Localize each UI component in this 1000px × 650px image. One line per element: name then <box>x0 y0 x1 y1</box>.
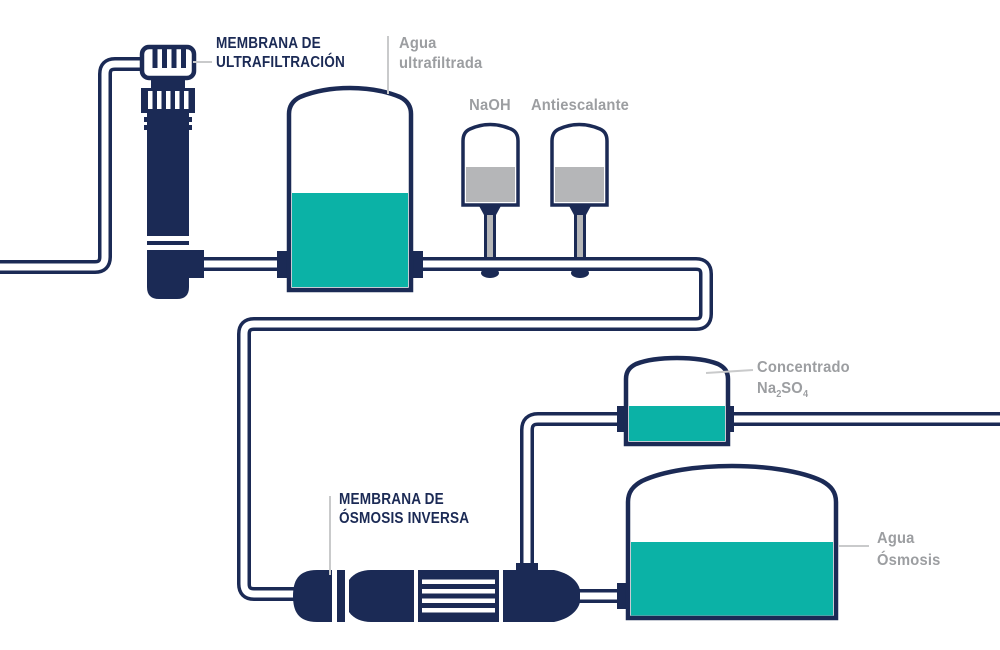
tank-to-ro-pipe <box>237 257 713 601</box>
antiscalant-dosing-stem <box>568 204 592 263</box>
uf-water-label-line1: Agua <box>399 35 437 52</box>
ro-membrane-label-line1: MEMBRANA DE <box>339 491 444 508</box>
leader-lines <box>193 36 869 575</box>
concentrate-label-line1: Concentrado <box>757 359 850 376</box>
uf-membrane-label-line1: MEMBRANA DE <box>216 35 321 52</box>
uf-water-label-line2: ultrafiltrada <box>399 55 483 72</box>
reverse-osmosis-unit <box>293 563 580 622</box>
antiscalant-bottle <box>550 122 609 207</box>
concentrate-label-formula: Na2SO4 <box>757 380 809 401</box>
osmosis-water-label-line2: Ósmosis <box>877 552 941 569</box>
ro-to-concentrate-pipe <box>520 412 630 578</box>
naoh-label: NaOH <box>469 97 511 114</box>
ultrafiltration-unit <box>139 44 197 299</box>
osmosis-water-tank <box>625 463 839 621</box>
concentrate-label: Concentrado Na2SO4 <box>757 357 850 405</box>
naoh-bottle <box>461 122 520 207</box>
uf-membrane-label-line2: ULTRAFILTRACIÓN <box>216 54 345 71</box>
uf-water-label: Agua ultrafiltrada <box>399 34 482 74</box>
ro-membrane-label-line2: ÓSMOSIS INVERSA <box>339 510 470 527</box>
osmosis-water-label: Agua Ósmosis <box>877 528 940 572</box>
naoh-dosing-stem <box>478 204 502 263</box>
concentrate-tank <box>623 355 731 447</box>
uf-membrane-label: MEMBRANA DE ULTRAFILTRACIÓN <box>216 34 345 72</box>
ro-membrane-label: MEMBRANA DE ÓSMOSIS INVERSA <box>339 490 469 528</box>
feed-pipe <box>0 57 150 274</box>
ultrafiltered-water-tank <box>286 85 414 293</box>
antiscalant-label: Antiescalante <box>530 97 630 114</box>
osmosis-water-label-line1: Agua <box>877 530 915 547</box>
